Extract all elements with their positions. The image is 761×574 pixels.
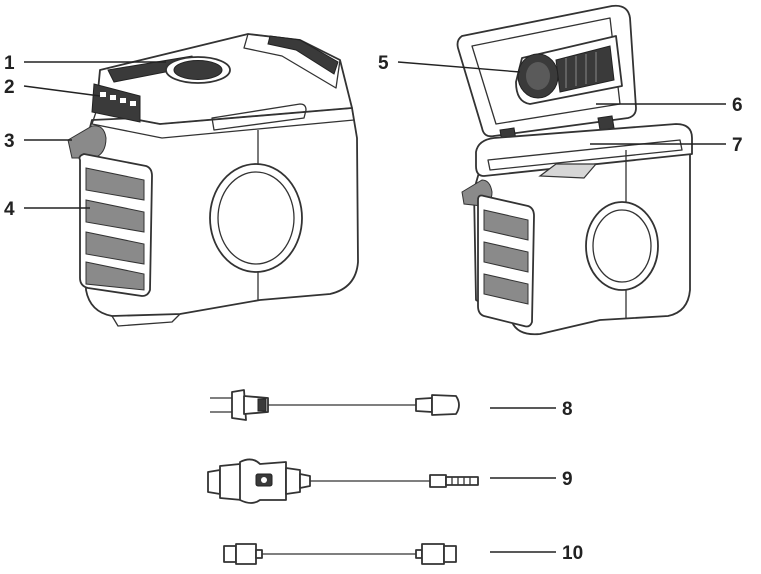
- callout-9: 9: [562, 469, 573, 490]
- ac-power-cord: [210, 389, 460, 421]
- callout-7: 7: [732, 135, 743, 156]
- usb-cable: [223, 543, 457, 565]
- callout-8: 8: [562, 399, 573, 420]
- lid-fan-icon: [173, 60, 223, 80]
- open-cooler: [456, 4, 693, 336]
- callout-2: 2: [4, 77, 15, 98]
- callout-1: 1: [4, 53, 15, 74]
- callout-3: 3: [4, 131, 15, 152]
- closed-cooler: [67, 33, 359, 327]
- callout-6: 6: [732, 95, 743, 116]
- car-power-cord: [207, 458, 479, 504]
- callout-4: 4: [4, 199, 15, 220]
- callout-5: 5: [378, 53, 389, 74]
- callout-10: 10: [562, 543, 583, 564]
- temperature-knob: [67, 125, 107, 159]
